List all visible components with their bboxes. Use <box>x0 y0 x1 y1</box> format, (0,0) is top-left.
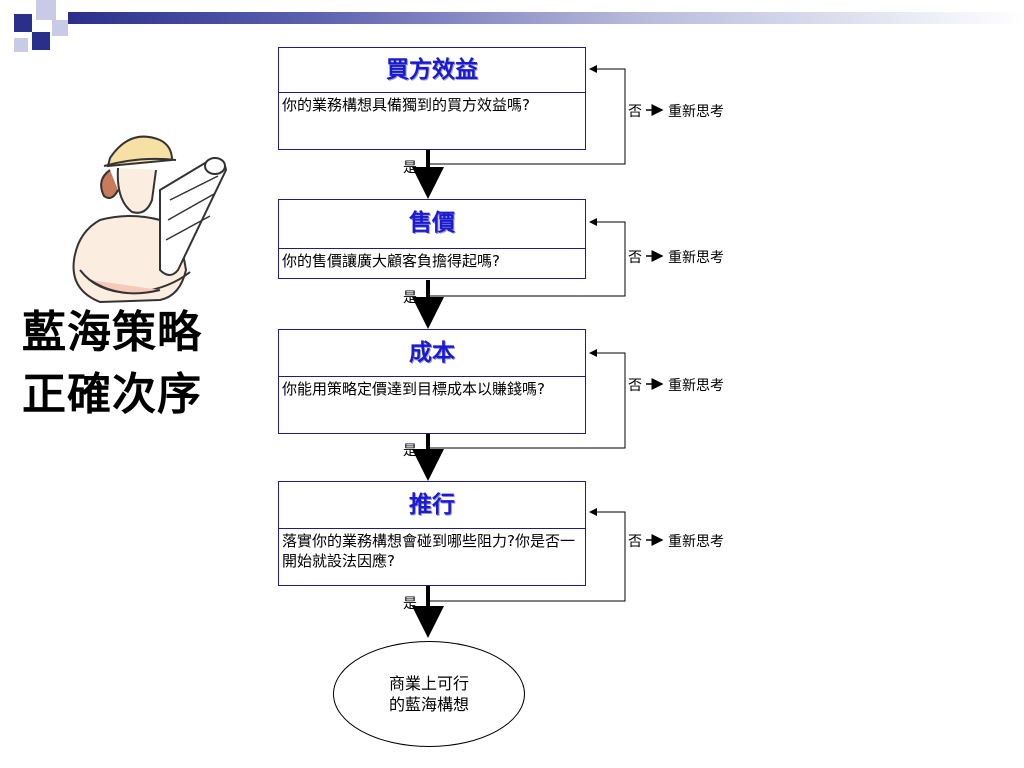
yes-label: 是 <box>403 290 417 306</box>
no-label: 否 <box>628 534 642 550</box>
side-title-line1: 藍海策略 <box>22 307 202 358</box>
rethink-label: 重新思考 <box>668 378 724 394</box>
step-title: 買方效益 <box>279 48 585 93</box>
engineer-illustration-icon <box>72 135 228 304</box>
corner-square-3 <box>32 32 50 50</box>
rethink-label: 重新思考 <box>668 534 724 550</box>
yes-label: 是 <box>403 443 417 459</box>
step-question: 你的售價讓廣大顧客負擔得起嗎? <box>282 252 500 270</box>
yes-label: 是 <box>403 160 417 176</box>
side-title-line2: 正確次序 <box>22 369 202 420</box>
step-question: 你的業務構想具備獨到的買方效益嗎? <box>282 96 530 114</box>
rethink-label: 重新思考 <box>668 104 724 120</box>
corner-square-2 <box>36 0 56 20</box>
end-line1: 商業上可行 <box>388 674 469 693</box>
top-gradient-bar <box>68 12 1024 24</box>
corner-square-1 <box>14 14 32 32</box>
no-label: 否 <box>628 250 642 266</box>
yes-label: 是 <box>403 596 417 612</box>
corner-square-5 <box>14 38 28 52</box>
no-label: 否 <box>628 378 642 394</box>
step-box-price: 售價 你的售價讓廣大顧客負擔得起嗎? <box>278 199 586 279</box>
step-title: 成本 <box>279 330 585 377</box>
step-title: 售價 <box>279 200 585 249</box>
side-title: 藍海策略 正確次序 <box>22 302 262 426</box>
step-question: 落實你的業務構想會碰到哪些阻力?你是否一開始就設法因應? <box>282 532 575 570</box>
step-question: 你能用策略定價達到目標成本以賺錢嗎? <box>282 380 545 398</box>
step-box-adoption: 推行 落實你的業務構想會碰到哪些阻力?你是否一開始就設法因應? <box>278 481 586 586</box>
step-title: 推行 <box>279 482 585 529</box>
no-label: 否 <box>628 104 642 120</box>
corner-square-4 <box>52 20 68 36</box>
rethink-label: 重新思考 <box>668 250 724 266</box>
end-line2: 的藍海構想 <box>388 695 469 714</box>
end-result-oval: 商業上可行 的藍海構想 <box>333 641 525 747</box>
step-box-buyer-utility: 買方效益 你的業務構想具備獨到的買方效益嗎? <box>278 47 586 150</box>
step-box-cost: 成本 你能用策略定價達到目標成本以賺錢嗎? <box>278 329 586 434</box>
